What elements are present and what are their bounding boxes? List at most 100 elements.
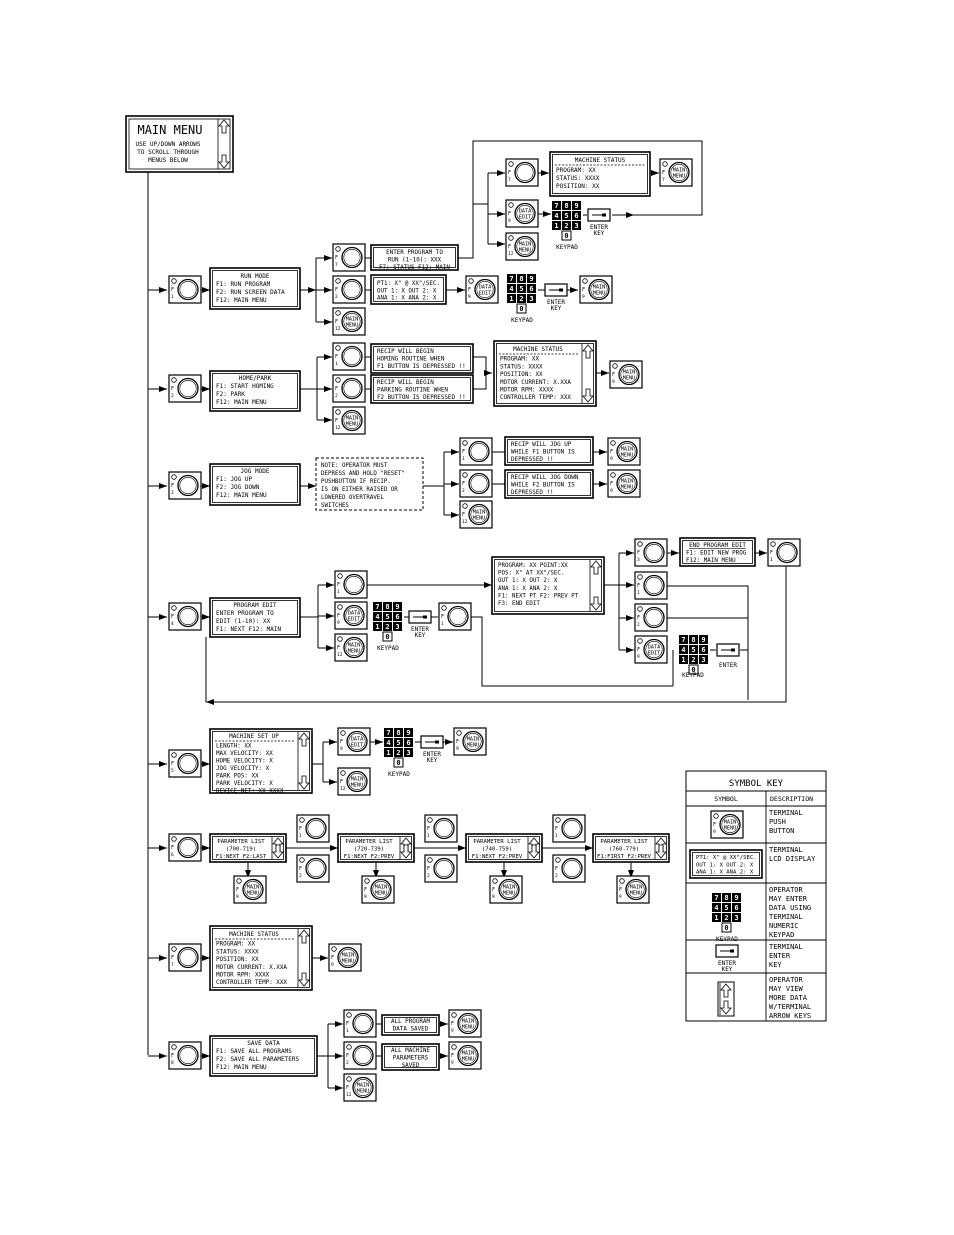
f7-button[interactable]: F7 (505, 158, 539, 187)
lcd-title: MACHINE STATUS (513, 347, 563, 353)
led-indicator (462, 503, 468, 509)
button-f-label: F (171, 761, 174, 767)
f1-button[interactable]: F1 (767, 538, 801, 567)
f7-button[interactable]: F7 (168, 943, 202, 972)
f7-button[interactable]: F7 (332, 243, 366, 272)
button-circle (341, 278, 363, 301)
keypad-digit: 1 (509, 295, 513, 303)
button-caption: MAIN (351, 777, 364, 783)
lcd-frame (209, 728, 313, 794)
button-f-label: F (508, 244, 511, 250)
f6-button[interactable]: F6 (168, 833, 202, 862)
f1-button[interactable]: F1 (334, 570, 368, 599)
enter-key-icon[interactable]: ENTER (716, 643, 740, 669)
f4-button[interactable]: F4 (168, 602, 202, 631)
f2-button[interactable]: F2 (296, 854, 330, 883)
button-f-number: 2 (335, 393, 338, 399)
button-f-number: 12 (340, 786, 346, 792)
lcd-line: MOTOR RPM: XXXX (500, 388, 554, 394)
f5-button[interactable]: F5 (168, 749, 202, 778)
lcd-inner-frame (373, 247, 456, 268)
button-ring (435, 859, 453, 877)
f2-button[interactable]: F2 (332, 374, 366, 403)
led-indicator (331, 946, 337, 952)
f1-button[interactable]: F1 (332, 342, 366, 371)
f1-button[interactable]: F1 (438, 602, 472, 631)
legend-description: ARROW KEYS (769, 1012, 811, 1020)
f2-button[interactable]: F2 (634, 603, 668, 632)
keypad-key (722, 903, 731, 912)
f1-button[interactable]: F1 (424, 814, 458, 843)
button-caption: MAIN (375, 885, 388, 891)
keypad-key (679, 645, 688, 654)
f1-button[interactable]: F1 (343, 1009, 377, 1038)
button-circle (588, 278, 610, 301)
f2-button[interactable]: F2 (424, 854, 458, 883)
legend-description: LCD DISPLAY (769, 855, 816, 863)
f2-button[interactable]: F2 (343, 1041, 377, 1070)
lcd-line: RECIP WILL BEGIN (377, 349, 434, 355)
f1-button[interactable]: F1 (168, 275, 202, 304)
f2-button[interactable]: F2 (459, 469, 493, 498)
keypad-key (383, 602, 392, 611)
keypad-key (562, 211, 571, 220)
button-circle (177, 836, 199, 859)
f3-button[interactable]: F3 (634, 538, 668, 567)
lcd-frame (209, 925, 313, 991)
f1-button[interactable]: F1 (296, 814, 330, 843)
led-indicator (337, 573, 343, 579)
f3-button[interactable]: F3 (168, 471, 202, 500)
keypad-digit: 3 (406, 749, 410, 757)
f8-button[interactable]: F8 (168, 1041, 202, 1070)
f2-button[interactable]: F2 (332, 275, 366, 304)
f2-button[interactable]: F2 (168, 374, 202, 403)
f1-button[interactable]: F1 (552, 814, 586, 843)
button-circle (643, 606, 665, 629)
f2-button[interactable]: F2 (552, 854, 586, 883)
button-circle (343, 604, 365, 627)
lcd-line: CONTROLLER TEMP: XXX (500, 395, 571, 401)
led-indicator (427, 857, 433, 863)
f1-button[interactable]: F1 (459, 437, 493, 466)
f1-button[interactable]: F1 (634, 571, 668, 600)
